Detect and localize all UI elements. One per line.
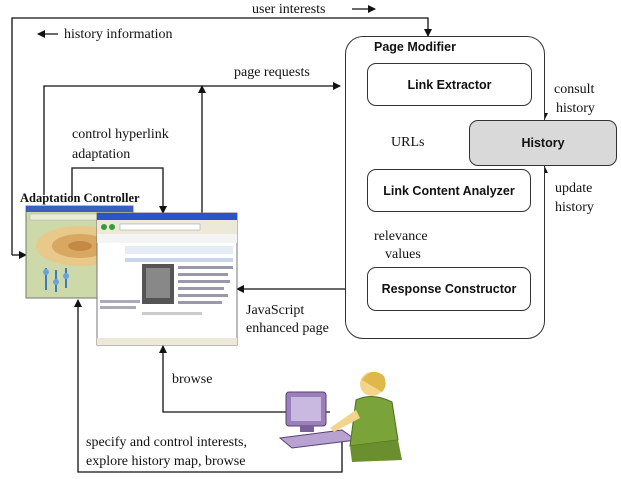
specify-label: specify and control interests,: [86, 435, 247, 450]
urls-label: URLs: [391, 135, 425, 150]
relevance-label: relevance: [374, 229, 428, 244]
consult-label: consult: [554, 82, 595, 97]
history-information-label: history information: [64, 27, 173, 42]
update-history-label: history: [555, 200, 594, 215]
user-interests-label: user interests: [252, 2, 326, 17]
browse-connector: [159, 345, 330, 413]
adaptation-controller-title: Adaptation Controller: [20, 191, 140, 205]
browser-screenshot: [96, 212, 238, 346]
control-adaptation-connector: [71, 167, 167, 214]
history-box: History: [469, 120, 617, 166]
link-content-analyzer-box: Link Content Analyzer: [367, 169, 531, 212]
response-constructor-box: Response Constructor: [367, 267, 531, 311]
consult-history-label: history: [556, 101, 595, 116]
control-hyperlink-label: control hyperlink: [72, 127, 169, 142]
explore-label: explore history map, browse: [86, 454, 246, 469]
browse-label: browse: [172, 372, 213, 387]
user-interests-connector: [11, 17, 432, 255]
javascript-label: JavaScript: [246, 303, 305, 318]
update-label: update: [555, 181, 593, 196]
adaptation-label: adaptation: [72, 147, 131, 162]
page-requests-connector: [43, 82, 341, 195]
user-figure: [278, 371, 402, 462]
enhanced-page-label: enhanced page: [246, 321, 329, 336]
specify-connector: [74, 299, 343, 473]
link-extractor-box: Link Extractor: [367, 63, 532, 106]
values-label: values: [385, 247, 421, 262]
page-modifier-title: Page Modifier: [374, 40, 456, 54]
page-requests-label: page requests: [234, 65, 310, 80]
